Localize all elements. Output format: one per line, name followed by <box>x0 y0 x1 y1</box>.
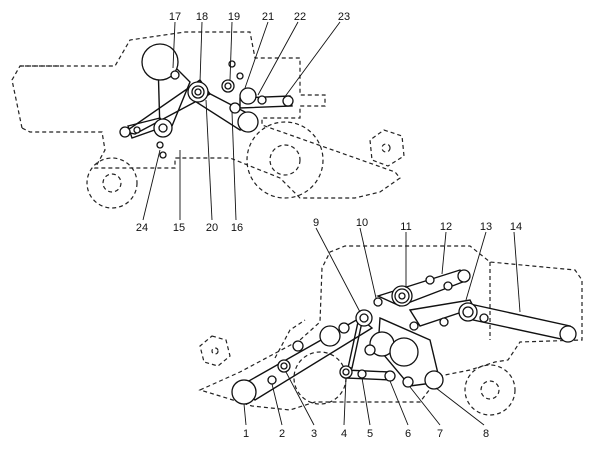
top-pulley-24a <box>156 141 164 149</box>
callout-4: 4 <box>341 428 347 440</box>
callout-7: 7 <box>437 428 443 440</box>
bottom-machine-hex-center <box>211 347 219 355</box>
top-pulley-21 <box>239 87 257 105</box>
bottom-machine-rear-hub <box>480 380 500 400</box>
top-pulley-17 <box>170 70 180 80</box>
top-pulley-22 <box>257 95 267 105</box>
bottom-pulley-12c <box>457 269 471 283</box>
bottom-pulley-14 <box>559 325 577 343</box>
callout-14: 14 <box>510 221 522 233</box>
bottom-pulley-13b <box>479 313 489 323</box>
top-machine-body-outline <box>11 31 401 199</box>
bottom-machine-body-outline <box>198 245 583 411</box>
top-pulley-left-2 <box>133 126 141 134</box>
callout-15: 15 <box>173 222 185 234</box>
bottom-pulley-left-mid <box>319 325 341 347</box>
bottom-pulley-7 <box>402 376 414 388</box>
callout-22: 22 <box>294 11 306 23</box>
top-pulley-24b <box>159 151 167 159</box>
top-pulley-drum-hub <box>158 123 168 133</box>
top-pulley-large <box>141 43 179 81</box>
top-pulley-19-hub <box>224 82 232 90</box>
bottom-leaders <box>243 227 521 426</box>
callout-11: 11 <box>400 221 411 233</box>
top-machine-hex-unit <box>369 129 405 167</box>
callout-24: 24 <box>136 222 148 234</box>
bottom-pulley-12b <box>443 281 453 291</box>
bottom-pulley-11-inner <box>398 292 406 300</box>
bottom-pulley-1 <box>231 379 257 405</box>
bottom-pulley-4-inner <box>342 368 350 376</box>
callout-21: 21 <box>262 11 274 23</box>
bottom-pulley-2 <box>267 375 277 385</box>
callout-5: 5 <box>367 428 373 440</box>
top-pulley-18-core <box>194 88 202 96</box>
callout-18: 18 <box>196 11 208 23</box>
bottom-belt-main <box>238 317 374 401</box>
bottom-pulley-mid-link-2 <box>439 317 449 327</box>
callout-19: 19 <box>228 11 240 23</box>
bottom-pulley-13-inner <box>462 306 474 318</box>
callout-17: 17 <box>169 11 181 23</box>
top-pulley-16 <box>237 111 259 133</box>
top-leaders <box>142 21 341 221</box>
bottom-belt-upper <box>376 269 470 307</box>
bottom-pulley-3b <box>292 340 304 352</box>
top-machine-rear-wheel <box>86 157 138 209</box>
bottom-machine-front-guard <box>274 319 306 359</box>
callout-8: 8 <box>483 428 489 440</box>
top-machine-hex-center <box>381 143 391 153</box>
callout-9: 9 <box>313 217 319 229</box>
top-pulley-23 <box>282 95 294 107</box>
top-belt-e <box>239 95 293 109</box>
top-pulley-upper-2 <box>236 72 244 80</box>
bottom-pulley-left-mid-2 <box>338 322 350 334</box>
top-machine-rear-hub <box>102 173 122 193</box>
bottom-pulley-mid-link <box>409 321 419 331</box>
top-pulley-20 <box>229 102 241 114</box>
callout-6: 6 <box>405 428 411 440</box>
top-machine-front-wheel <box>246 121 324 199</box>
callout-20: 20 <box>206 222 218 234</box>
top-pulley-upper-1 <box>228 60 236 68</box>
bottom-belt-rear <box>463 303 571 341</box>
top-pulley-left <box>119 126 131 138</box>
callout-13: 13 <box>480 221 492 233</box>
bottom-pulley-8 <box>424 370 444 390</box>
top-machine: 17 18 19 21 22 23 24 15 20 16 <box>11 11 405 234</box>
bottom-pulley-10 <box>373 297 383 307</box>
bottom-pulley-9-hub <box>359 313 369 323</box>
callout-1: 1 <box>243 428 249 440</box>
bottom-machine-hex-unit <box>199 335 231 367</box>
callout-3: 3 <box>311 428 317 440</box>
bottom-belt-vert <box>347 321 363 369</box>
bottom-pulley-3-inner <box>280 362 288 370</box>
bottom-pulley-center-right <box>389 337 419 367</box>
bottom-pulley-12a <box>425 275 435 285</box>
bottom-machine: 9 10 11 12 13 14 1 2 3 4 5 6 7 8 <box>198 217 583 440</box>
bottom-pulley-6 <box>384 370 396 382</box>
callout-2: 2 <box>279 428 285 440</box>
bottom-machine-rear-wheel <box>464 364 516 416</box>
top-machine-front-hub <box>269 144 301 176</box>
callout-16: 16 <box>231 222 243 234</box>
bottom-pulley-center-small <box>364 344 376 356</box>
callout-12: 12 <box>440 221 452 233</box>
bottom-pulley-5 <box>357 369 367 379</box>
callout-10: 10 <box>356 217 368 229</box>
callout-23: 23 <box>338 11 350 23</box>
